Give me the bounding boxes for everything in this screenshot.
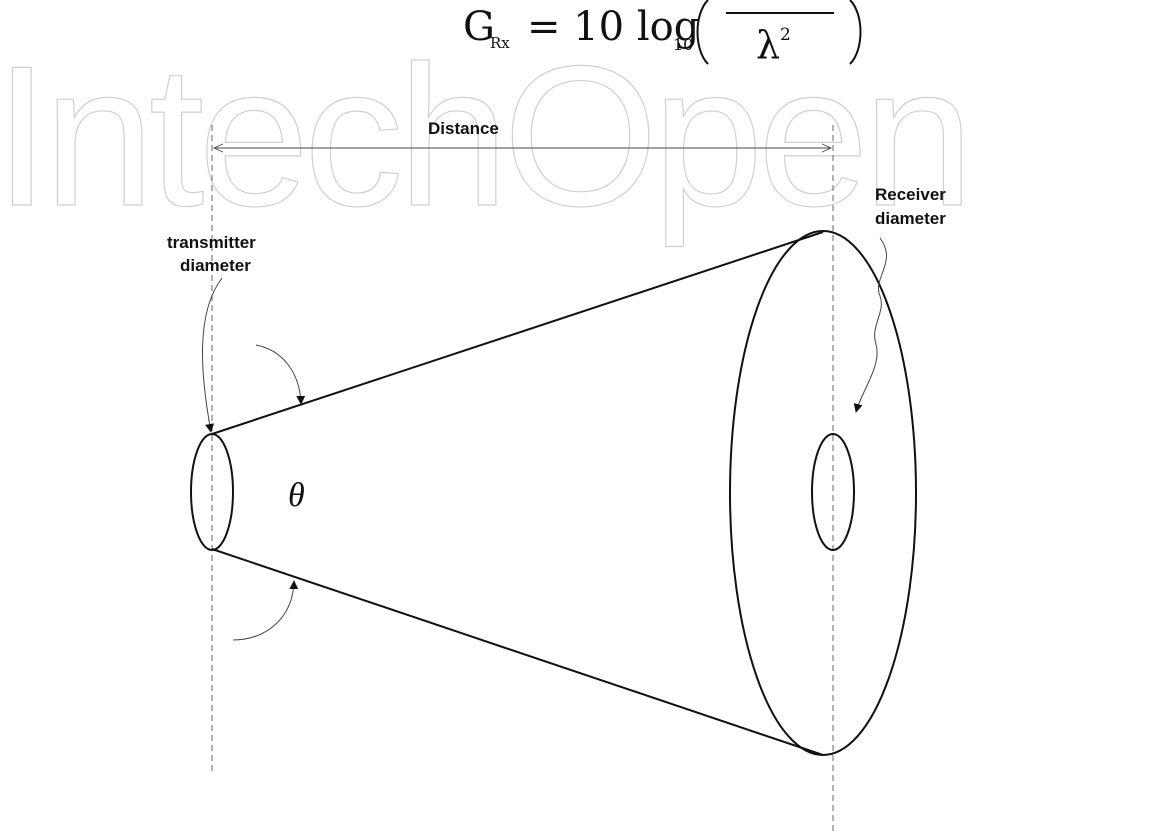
- cone-lower-edge: [211, 548, 824, 756]
- receiver-label-line2: diameter: [875, 209, 946, 228]
- upper-angle-arrow: [255, 344, 306, 405]
- divergence-angle-symbol: θ: [288, 477, 305, 514]
- receiver-diameter-pointer: [853, 237, 887, 413]
- equation-log-subscript: 10: [673, 35, 693, 54]
- transmitter-aperture: [190, 433, 234, 551]
- receiver-aperture: [811, 433, 855, 551]
- transmitter-diameter-pointer: [202, 277, 223, 433]
- transmitter-label-line2: diameter: [180, 256, 251, 275]
- equation-denominator: λ: [756, 23, 780, 67]
- receiver-beam-footprint: [729, 230, 917, 756]
- left-paren: [696, 0, 709, 65]
- right-paren: [849, 0, 862, 65]
- watermark-text: IntechOpen: [0, 25, 968, 248]
- transmitter-label-line1: transmitter: [167, 233, 256, 252]
- equation-operator: = 10 log: [527, 4, 699, 50]
- equation-lhs: G: [463, 4, 495, 50]
- equation-lhs-subscript: Rx: [490, 34, 510, 52]
- distance-label: Distance: [428, 119, 499, 138]
- beam-cone: [190, 230, 917, 756]
- equation-denominator-sup: 2: [780, 25, 791, 45]
- gain-equation: G Rx = 10 log 10 λ 2: [463, 0, 862, 67]
- receiver-label-line1: Receiver: [875, 185, 946, 204]
- lower-angle-arrow: [232, 580, 299, 641]
- cone-upper-edge: [211, 231, 824, 435]
